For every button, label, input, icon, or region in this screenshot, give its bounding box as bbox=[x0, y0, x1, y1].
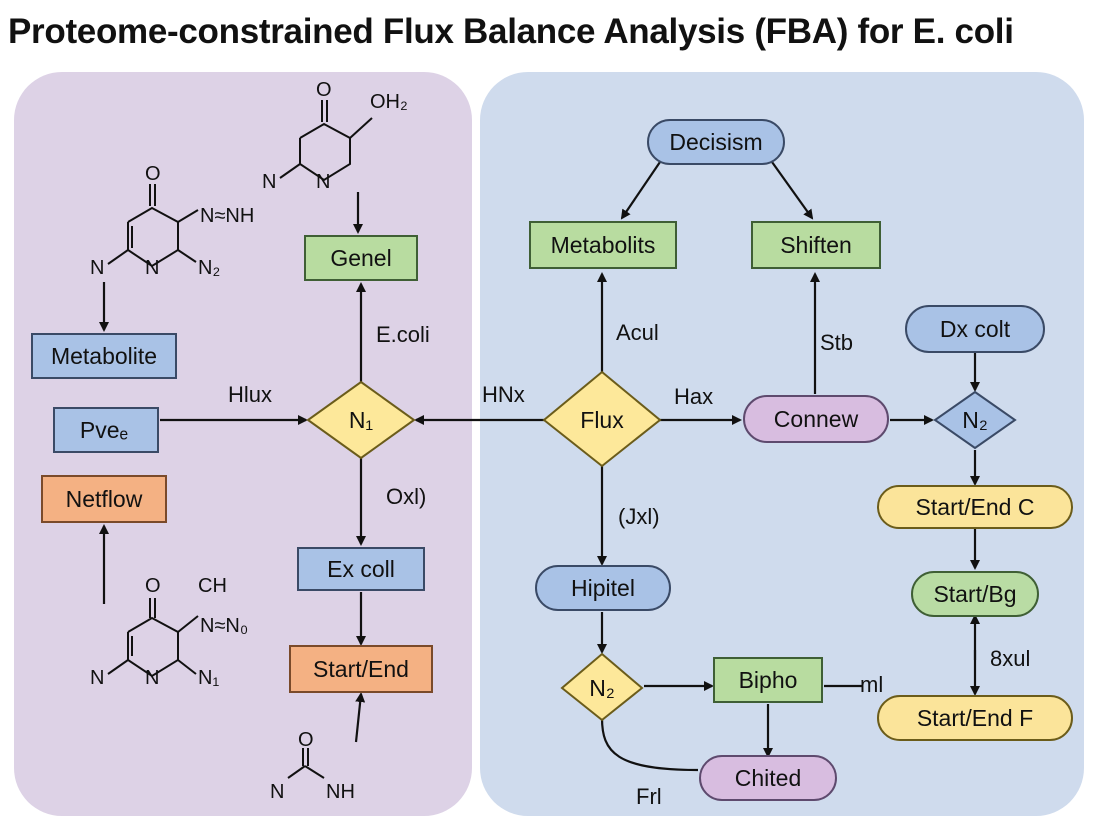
left-edge-labels: Hlux E.coli Oxl) HNx bbox=[228, 322, 525, 509]
atom-label: N bbox=[90, 667, 104, 689]
pve-box[interactable]: Pveₑ bbox=[53, 407, 159, 453]
netflow-box[interactable]: Netflow bbox=[41, 475, 167, 523]
page-title: Proteome-constrained Flux Balance Analys… bbox=[8, 12, 1014, 51]
atom-label: N≈NH bbox=[200, 205, 254, 227]
atom-label: N bbox=[145, 257, 159, 279]
bipho-label: Bipho bbox=[739, 667, 798, 693]
edge-label-oxl: Oxl) bbox=[386, 484, 426, 509]
atom-label: O bbox=[298, 729, 314, 751]
flux-label: Flux bbox=[580, 407, 624, 433]
atom-label: N≈N₀ bbox=[200, 615, 248, 637]
dx-colt-pill[interactable]: Dx colt bbox=[905, 305, 1045, 353]
edge-label-hlux: Hlux bbox=[228, 382, 272, 407]
atom-label: N₂ bbox=[198, 257, 220, 279]
arrow-decisism-to-shiften bbox=[771, 161, 814, 220]
molecule-top-left bbox=[107, 184, 199, 268]
arrow-decisism-to-metabolits bbox=[620, 161, 661, 220]
edge-label-ecoli: E.coli bbox=[376, 322, 430, 347]
right-edge-labels: Acul Stb Hax (Jxl) 8xul ml Frl bbox=[616, 320, 1030, 809]
bipho-box[interactable]: Bipho bbox=[713, 657, 823, 703]
atom-label: OH₂ bbox=[370, 91, 408, 113]
atom-label: CH bbox=[198, 575, 227, 597]
shiften-label: Shiften bbox=[780, 232, 852, 258]
molecule-labels: O OH₂ N N O N≈NH N N N₂ O CH N≈N₀ N N N₁… bbox=[90, 79, 408, 803]
ex-coll-box[interactable]: Ex coll bbox=[297, 547, 425, 591]
atom-label: N bbox=[316, 171, 330, 193]
chited-pill[interactable]: Chited bbox=[699, 755, 837, 801]
start-end-label: Start/End bbox=[313, 656, 409, 682]
n1-diamond[interactable]: N₁ bbox=[306, 380, 416, 460]
atom-label: N bbox=[90, 257, 104, 279]
edge-label-hnx: HNx bbox=[482, 382, 525, 407]
connectors bbox=[99, 161, 980, 772]
start-end-c-label: Start/End C bbox=[916, 494, 1035, 520]
connew-label: Connew bbox=[774, 406, 859, 432]
decisism-pill[interactable]: Decisism bbox=[647, 119, 785, 165]
molecule-structures bbox=[107, 100, 373, 779]
atom-label: N bbox=[270, 781, 284, 803]
n2-bottom-label: N₂ bbox=[589, 675, 615, 701]
metabolits-label: Metabolits bbox=[551, 232, 656, 258]
ex-coll-label: Ex coll bbox=[327, 556, 395, 582]
hipitel-pill[interactable]: Hipitel bbox=[535, 565, 671, 611]
start-bg-pill[interactable]: Start/Bg bbox=[911, 571, 1039, 617]
atom-label: N bbox=[145, 667, 159, 689]
start-end-box[interactable]: Start/End bbox=[289, 645, 433, 693]
genel-label: Genel bbox=[330, 245, 391, 271]
metabolits-box[interactable]: Metabolits bbox=[529, 221, 677, 269]
edge-label-frl: Frl bbox=[636, 784, 662, 809]
dx-colt-label: Dx colt bbox=[940, 316, 1011, 342]
n2-right-label: N₂ bbox=[962, 407, 988, 433]
line-n2-to-chited bbox=[600, 717, 699, 772]
atom-label: NH bbox=[326, 781, 355, 803]
start-end-f-pill[interactable]: Start/End F bbox=[877, 695, 1073, 741]
netflow-label: Netflow bbox=[66, 486, 143, 512]
atom-label: O bbox=[145, 575, 161, 597]
atom-label: O bbox=[145, 163, 161, 185]
atom-label: N bbox=[262, 171, 276, 193]
start-end-c-pill[interactable]: Start/End C bbox=[877, 485, 1073, 529]
decisism-label: Decisism bbox=[669, 129, 762, 155]
molecule-top-center bbox=[279, 100, 373, 182]
edge-label-stb: Stb bbox=[820, 330, 853, 355]
edge-label-ml: ml bbox=[860, 672, 883, 697]
flux-diamond[interactable]: Flux bbox=[542, 370, 662, 468]
n2-bottom-diamond[interactable]: N₂ bbox=[560, 652, 644, 722]
edge-label-acul: Acul bbox=[616, 320, 659, 345]
edge-label-jxl: (Jxl) bbox=[618, 504, 660, 529]
hipitel-label: Hipitel bbox=[571, 575, 635, 601]
connew-pill[interactable]: Connew bbox=[743, 395, 889, 443]
start-bg-label: Start/Bg bbox=[933, 581, 1016, 607]
edge-label-xul: 8xul bbox=[990, 646, 1030, 671]
metabolite-label: Metabolite bbox=[51, 343, 157, 369]
n1-label: N₁ bbox=[349, 407, 374, 433]
atom-label: O bbox=[316, 79, 332, 101]
arrow-molecule-to-startend bbox=[354, 692, 366, 743]
pve-label: Pveₑ bbox=[80, 417, 128, 443]
chited-label: Chited bbox=[735, 765, 801, 791]
atom-label: N₁ bbox=[198, 667, 219, 689]
molecule-bottom-left bbox=[107, 598, 199, 678]
start-end-f-label: Start/End F bbox=[917, 705, 1033, 731]
molecule-bottom-center bbox=[287, 748, 325, 779]
metabolite-box[interactable]: Metabolite bbox=[31, 333, 177, 379]
shiften-box[interactable]: Shiften bbox=[751, 221, 881, 269]
genel-box[interactable]: Genel bbox=[304, 235, 418, 281]
n2-right-diamond[interactable]: N₂ bbox=[933, 390, 1017, 450]
edge-label-hax: Hax bbox=[674, 384, 713, 409]
